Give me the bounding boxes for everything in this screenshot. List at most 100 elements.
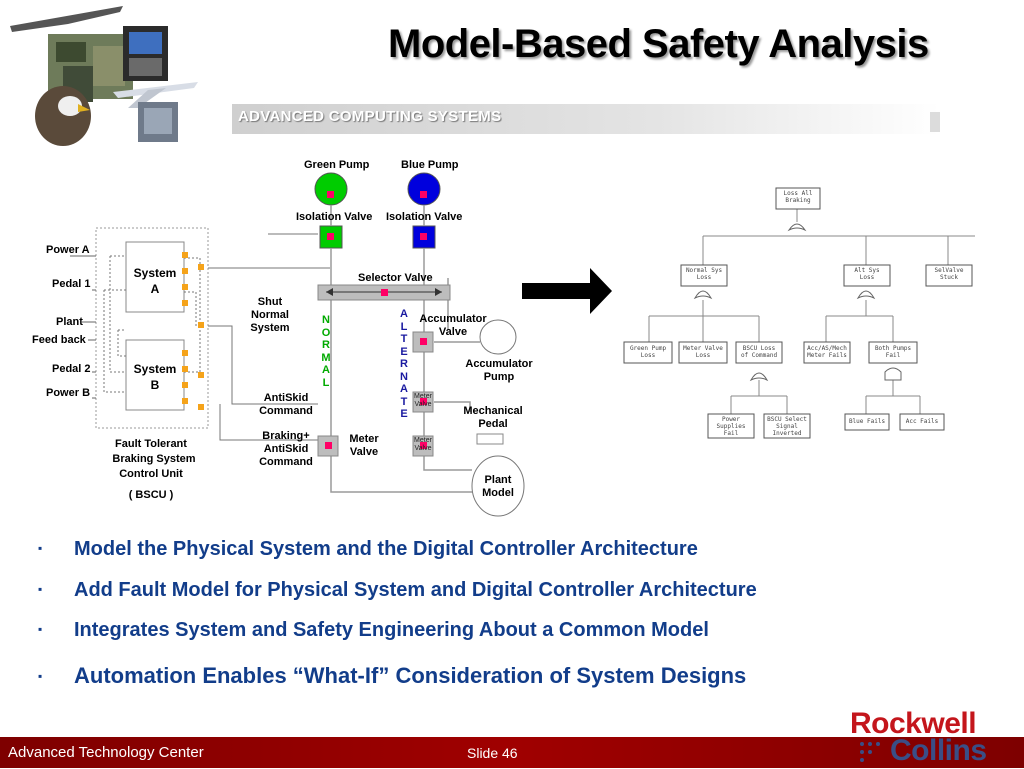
isolation-valve-blue-label: Isolation Valve — [386, 211, 463, 223]
braking-label-1: Braking+ — [262, 430, 310, 442]
ft-box-blue-fails — [844, 413, 890, 431]
blue-pump-label: Blue Pump — [401, 159, 459, 171]
plant-model-label-1: Plant — [484, 474, 512, 486]
header-collage — [8, 4, 198, 154]
blue-pump — [407, 172, 441, 206]
bscu-label-4: ( BSCU ) — [128, 489, 174, 501]
bullet-4: ▪Automation Enables “What-If” Considerat… — [38, 663, 747, 688]
input-lines — [70, 255, 96, 399]
gate-pumps-and — [884, 367, 902, 381]
logo-rockwell: Rockwell — [850, 707, 977, 740]
bullet-marker-4: ▪ — [38, 669, 43, 683]
braking-label-2: AntiSkid — [263, 443, 309, 455]
mechanical-pedal-label-1: Mechanical — [463, 405, 523, 417]
accumulator-pump — [479, 319, 517, 355]
aerospace-collage-image — [10, 6, 198, 146]
shut-label-1: Shut — [257, 296, 283, 308]
system-b-label-1: System — [133, 362, 177, 376]
ft-box-normal — [680, 264, 728, 287]
pedal-1-label: Pedal 1 — [52, 278, 91, 290]
gate-top-or — [787, 223, 807, 232]
feed-back-label: Feed back — [32, 334, 86, 346]
alternate-letter-6: A — [400, 383, 408, 395]
ft-box-selvalve — [925, 264, 973, 287]
alternate-letter-5: N — [400, 370, 408, 383]
accumulator-pump-label-1: Accumulator — [465, 358, 533, 370]
plant-label: Plant — [56, 316, 83, 328]
pedal-2-label: Pedal 2 — [52, 363, 91, 375]
plant-model-label-2: Model — [482, 487, 514, 499]
alternate-letter-7: T — [400, 395, 408, 408]
bullet-2: ▪Add Fault Model for Physical System and… — [38, 579, 757, 601]
bscu-box — [95, 227, 209, 429]
bullet-3: ▪Integrates System and Safety Engineerin… — [38, 619, 709, 641]
hydraulic-pipes — [330, 205, 480, 493]
banner-text: ADVANCED COMPUTING SYSTEMS — [238, 108, 502, 125]
bscu-internal-wiring — [103, 255, 201, 393]
antiskid-label-2: Command — [259, 405, 313, 417]
alternate-letter-3: E — [400, 345, 408, 358]
bullet-marker-3: ▪ — [38, 622, 43, 636]
accumulator-valve-label-2: Valve — [438, 326, 468, 338]
system-a-label-2: A — [150, 282, 160, 296]
normal-letter-4: A — [322, 364, 330, 376]
ft-acc-fails-text: Acc Fails — [905, 418, 939, 425]
system-b-box — [125, 339, 185, 411]
plant-model — [471, 455, 525, 517]
normal-letter-0: N — [322, 314, 330, 326]
missile-image — [10, 6, 123, 32]
ft-box-top — [775, 187, 821, 210]
mechanical-pedal-label-2: Pedal — [478, 418, 508, 430]
gate-normal-or — [693, 290, 713, 300]
ft-box-green-pump — [623, 341, 673, 364]
ft-box-bscu-loss — [735, 341, 783, 364]
alternate-letter-4: R — [400, 358, 408, 370]
ft-box-alt — [843, 264, 891, 287]
ft-box-bscu-select — [763, 413, 811, 439]
slide-title: Model-Based Safety Analysis — [388, 22, 929, 66]
bscu-ports — [182, 252, 204, 410]
transform-arrow — [522, 268, 612, 314]
meter-valve-label-2: Valve — [349, 446, 379, 458]
green-pump — [314, 172, 348, 206]
slide-number: Slide 46 — [467, 745, 518, 761]
power-b-label: Power B — [46, 387, 91, 399]
braking-label-3: Command — [259, 456, 313, 468]
antiskid-label-1: AntiSkid — [263, 392, 309, 404]
shut-label-3: System — [250, 322, 290, 334]
bullet-1: ▪Model the Physical System and the Digit… — [38, 538, 698, 560]
meter-valve-label-1: Meter — [349, 433, 379, 445]
ft-box-acc-fails — [899, 413, 945, 431]
accumulator-valve-label-1: Accumulator — [419, 313, 487, 325]
fault-tree — [623, 187, 975, 439]
selector-valve-label: Selector Valve — [358, 272, 433, 284]
normal-letter-1: O — [321, 326, 331, 339]
accumulator-pump-label-2: Pump — [483, 371, 515, 383]
logo-collins: Collins — [890, 734, 987, 767]
system-a-box — [125, 241, 185, 313]
gate-alt-or — [856, 290, 876, 300]
meter-valve-small-label-a: Meter Valve — [414, 393, 432, 408]
bullet-marker-1: ▪ — [38, 541, 43, 555]
meter-valve-small-label-b: Meter Valve — [414, 437, 432, 452]
ft-box-meter-valve — [678, 341, 728, 364]
alternate-letter-8: E — [400, 408, 408, 420]
ft-box-acc-meter — [803, 341, 851, 364]
mechanical-pedal — [476, 433, 504, 445]
system-diagram — [70, 172, 975, 517]
power-a-label: Power A — [46, 244, 90, 256]
isolation-valve-green-label: Isolation Valve — [296, 211, 373, 223]
green-pump-label: Green Pump — [304, 159, 370, 171]
bscu-label-3: Control Unit — [119, 468, 183, 480]
bullet-marker-2: ▪ — [38, 582, 43, 596]
